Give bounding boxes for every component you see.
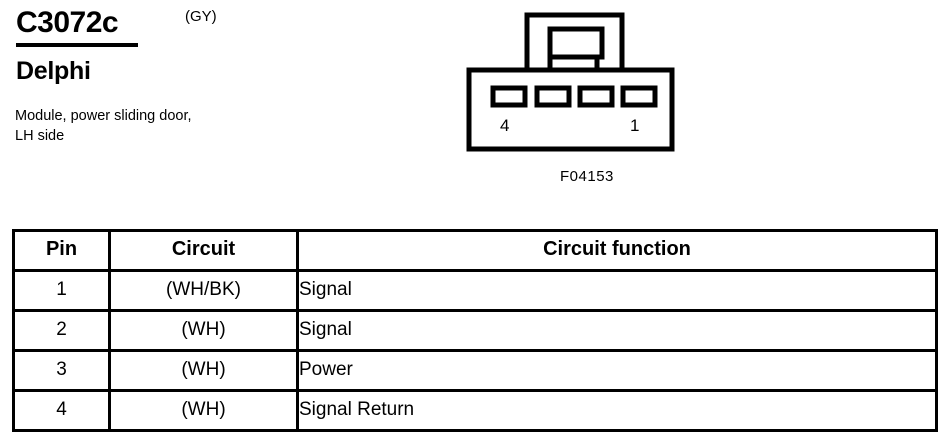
table-row: 4 (WH) Signal Return xyxy=(12,389,938,432)
pin-cavity-2 xyxy=(577,85,615,108)
pin-number-right: 1 xyxy=(630,116,639,135)
connector-color-code: (GY) xyxy=(185,8,217,25)
cell-function: Signal xyxy=(296,309,938,352)
pin-cavity-4 xyxy=(490,85,528,108)
cell-function: Signal Return xyxy=(296,389,938,432)
connector-pin-cavities xyxy=(490,85,658,108)
connector-id: C3072c xyxy=(16,6,119,39)
column-header-pin: Pin xyxy=(12,229,111,272)
title-underline xyxy=(16,43,138,47)
connector-latch-tab xyxy=(524,12,625,73)
table-row: 1 (WH/BK) Signal xyxy=(12,269,938,312)
cell-circuit: (WH/BK) xyxy=(108,269,299,312)
column-header-function: Circuit function xyxy=(296,229,938,272)
figure-label: F04153 xyxy=(560,168,614,185)
connector-description: Module, power sliding door, LH side xyxy=(15,108,192,144)
pin-cavity-3 xyxy=(534,85,572,108)
connector-diagram: 4 1 xyxy=(440,0,700,200)
connector-body xyxy=(466,67,675,152)
pin-cavity-1 xyxy=(620,85,658,108)
table-row: 2 (WH) Signal xyxy=(12,309,938,352)
pin-number-left: 4 xyxy=(500,116,509,135)
column-header-circuit: Circuit xyxy=(108,229,299,272)
pinout-table: Pin Circuit Circuit function 1 (WH/BK) S… xyxy=(12,229,938,432)
table-row: 3 (WH) Power xyxy=(12,349,938,392)
cell-function: Signal xyxy=(296,269,938,312)
cell-pin: 2 xyxy=(12,309,111,352)
cell-pin: 1 xyxy=(12,269,111,312)
cell-circuit: (WH) xyxy=(108,309,299,352)
cell-circuit: (WH) xyxy=(108,389,299,432)
table-header-row: Pin Circuit Circuit function xyxy=(12,229,938,272)
cell-pin: 3 xyxy=(12,349,111,392)
cell-circuit: (WH) xyxy=(108,349,299,392)
cell-function: Power xyxy=(296,349,938,392)
cell-pin: 4 xyxy=(12,389,111,432)
connector-manufacturer: Delphi xyxy=(16,57,91,85)
